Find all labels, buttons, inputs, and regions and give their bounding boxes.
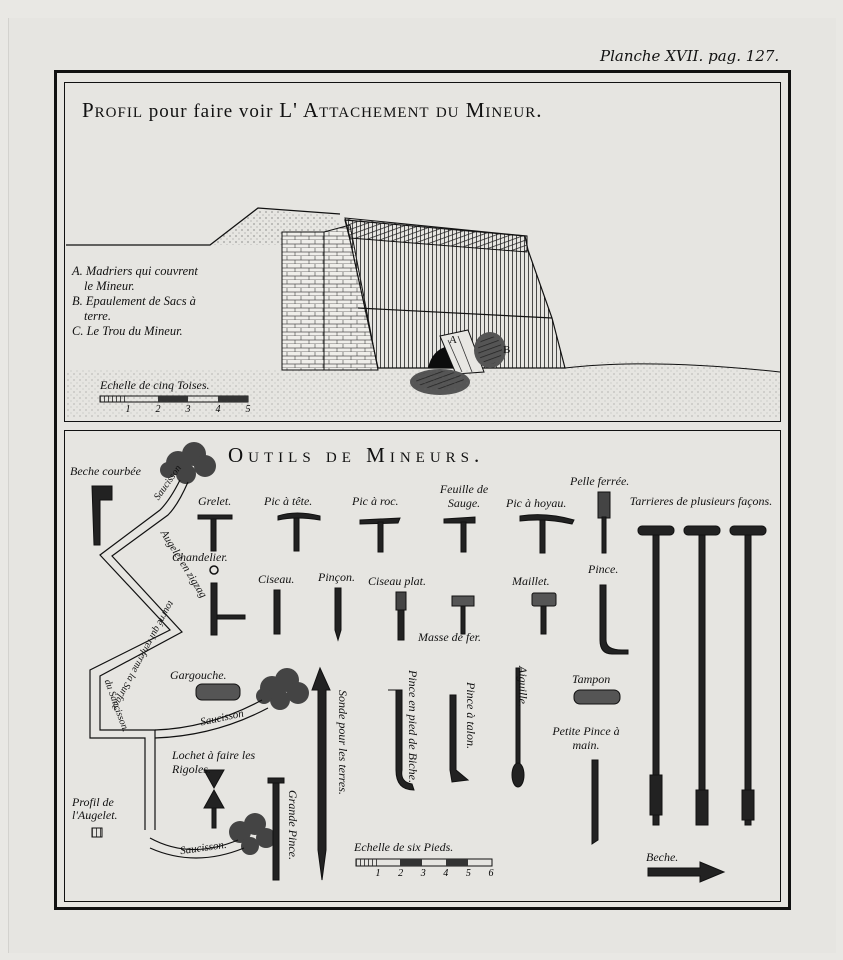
- scale-number: 1: [376, 868, 381, 879]
- profile-title: Profil pour faire voir L' Attachement du…: [82, 98, 782, 123]
- bottom-scale-bar: [355, 858, 493, 867]
- legend-key: B.: [72, 294, 83, 308]
- legend-text: Epaulement de Sacs à: [85, 294, 196, 308]
- plate-reference: Planche XVII. pag. 127.: [600, 47, 780, 65]
- label-tampon: Tampon: [572, 672, 611, 686]
- scale-number: 3: [420, 868, 426, 879]
- zigzag-augelet: [89, 479, 269, 859]
- bottom-scale-numbers: 1 2 3 4 5 6: [376, 868, 494, 879]
- scale-number: 6: [489, 868, 494, 879]
- label-ciseau-plat: Ciseau plat.: [368, 574, 427, 588]
- top-scale-numbers: 1 2 3 4 5: [126, 404, 251, 415]
- label-pic-a-hoyau: Pic à hoyau.: [506, 496, 567, 510]
- label-tarrieres: Tarrieres de plusieurs façons.: [629, 494, 773, 508]
- label-profil-augelet: Profil de l'Augelet.: [72, 795, 118, 822]
- scale-number: 2: [156, 404, 161, 415]
- legend-key: C.: [72, 324, 84, 338]
- scale-number: 5: [246, 404, 251, 415]
- legend-text-cont: terre.: [84, 309, 111, 323]
- smoke-clouds: [160, 442, 309, 855]
- label-ciseau: Ciseau.: [258, 572, 295, 586]
- label-pic-a-roc: Pic à roc.: [352, 494, 399, 508]
- mine-profile-panel: [64, 82, 781, 422]
- tools-title: Outils de Mineurs.: [228, 443, 485, 467]
- label-petite-pince: Petite Pince à main.: [552, 724, 620, 752]
- label-feuille-de-sauge: Feuille de Sauge.: [439, 482, 489, 510]
- top-scale-bar: [99, 395, 249, 403]
- scale-number: 4: [443, 868, 448, 879]
- label-beche: Beche.: [646, 850, 679, 864]
- legend-item-b: B. Epaulement de Sacs à: [72, 294, 282, 309]
- label-pelle-ferree: Pelle ferrée.: [570, 474, 630, 488]
- label-pincon: Pinçon.: [318, 570, 355, 584]
- rampart-profile: [66, 207, 781, 418]
- bottom-scale-label: Echelle de six Pieds.: [354, 840, 454, 854]
- label-pince: Pince.: [588, 562, 619, 576]
- label-gargouche: Gargouche.: [170, 668, 227, 682]
- label-chandelier: Chandelier.: [172, 550, 228, 564]
- label-masse-de-fer: Masse de fer.: [418, 630, 481, 644]
- augelet-profile-icon: [91, 827, 103, 838]
- label-pince-a-talon: Pince à talon.: [464, 682, 478, 749]
- profile-title-middle: pour faire voir: [148, 101, 274, 122]
- scale-number: 1: [126, 404, 131, 415]
- profile-title-word2: L' Attachement du Mineur.: [279, 98, 543, 122]
- marker-b: B: [503, 344, 511, 356]
- label-pince-pied-de-biche: Pince en pied de Biche.: [406, 670, 420, 783]
- scale-number: 5: [466, 868, 471, 879]
- label-grelet: Grelet.: [198, 494, 232, 508]
- tool-illustrations: [91, 485, 767, 883]
- label-maillet: Maillet.: [512, 574, 550, 588]
- legend-item-c: C. Le Trou du Mineur.: [72, 324, 282, 339]
- legend-item-a: A. Madriers qui couvrent: [72, 264, 282, 279]
- legend-text: Madriers qui couvrent: [85, 264, 198, 278]
- label-lochet: Lochet à faire les Rigoles.: [172, 748, 256, 776]
- scale-number: 4: [216, 404, 221, 415]
- legend-key: A.: [72, 264, 83, 278]
- plate-frame: [54, 70, 791, 910]
- legend-text: Le Trou du Mineur.: [86, 324, 183, 338]
- marker-a: A: [449, 334, 457, 346]
- scale-number: 3: [185, 404, 191, 415]
- label-beche-courbee: Beche courbée: [70, 464, 141, 478]
- scale-number: 2: [398, 868, 403, 879]
- profile-legend: A. Madriers qui couvrent le Mineur. B. E…: [72, 264, 282, 339]
- label-aiguille: Aiguille.: [516, 666, 530, 707]
- label-sonde: Sonde pour les terres.: [336, 690, 350, 795]
- miner-tools-panel: [64, 430, 781, 902]
- label-pic-a-tete: Pic à tête.: [264, 494, 313, 508]
- profile-title-word1: Profil: [82, 98, 144, 122]
- legend-text-cont: le Mineur.: [84, 279, 135, 293]
- label-grande-pince: Grande Pince.: [286, 790, 300, 860]
- top-scale-label: Echelle de cinq Toises.: [100, 378, 210, 392]
